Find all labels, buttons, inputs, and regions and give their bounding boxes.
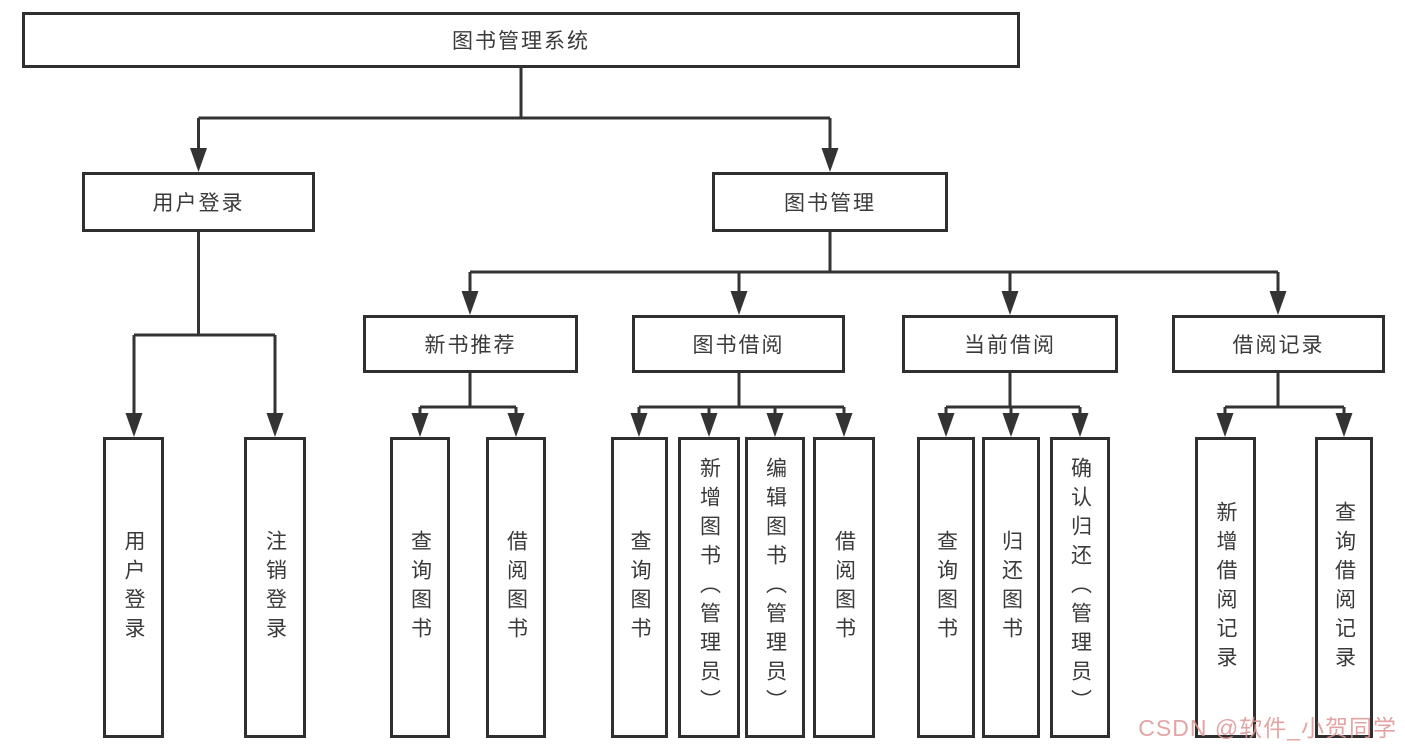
leaf-add-books-admin-label: 新增图书（管理员） (697, 457, 721, 718)
node-new-book-recommend-label: 新书推荐 (424, 334, 517, 357)
arrowhead-icon (1002, 413, 1020, 437)
csdn-watermark: CSDN @软件_小贺同学 (1138, 715, 1397, 741)
connector-root-to-level2 (197, 68, 832, 152)
leaf-edit-books-admin: 编辑图书（管理员） (745, 437, 805, 738)
node-current-borrow-label: 当前借阅 (964, 334, 1056, 357)
arrowhead-icon (1216, 413, 1234, 437)
node-user-login-label: 用户登录 (152, 192, 245, 215)
leaf-query-books-3-label: 查询图书 (934, 529, 958, 646)
node-root: 图书管理系统 (22, 12, 1020, 68)
arrowhead-icon (1335, 413, 1353, 437)
leaf-borrow-books-2-label: 借阅图书 (832, 529, 856, 646)
leaf-query-borrow-record-label: 查询借阅记录 (1332, 500, 1356, 675)
connector-newbook-to-leaves (418, 373, 518, 417)
leaf-confirm-return-admin: 确认归还（管理员） (1050, 437, 1110, 738)
node-current-borrow: 当前借阅 (902, 315, 1118, 373)
leaf-query-books-2-label: 查询图书 (628, 529, 651, 646)
arrowhead-icon (411, 413, 429, 437)
leaf-add-books-admin: 新增图书（管理员） (678, 437, 740, 738)
node-book-management: 图书管理 (712, 172, 948, 232)
arrowhead-icon (1071, 413, 1089, 437)
leaf-user-login-label: 用户登录 (122, 529, 145, 646)
leaf-return-books: 归还图书 (982, 437, 1040, 738)
connector-bookmgmt-to-level3 (468, 232, 1280, 296)
leaf-borrow-books-2: 借阅图书 (813, 437, 875, 738)
arrowhead-icon (730, 291, 748, 315)
connector-currentborrow-to-leaves (944, 373, 1082, 417)
leaf-add-borrow-record: 新增借阅记录 (1195, 437, 1256, 738)
arrowhead-icon (937, 413, 955, 437)
arrowhead-icons (125, 148, 1353, 437)
leaf-user-login: 用户登录 (103, 437, 164, 738)
node-root-label: 图书管理系统 (452, 30, 590, 53)
node-new-book-recommend: 新书推荐 (363, 315, 578, 373)
leaf-query-books-1: 查询图书 (390, 437, 450, 738)
node-borrow-records: 借阅记录 (1172, 315, 1385, 373)
arrowhead-icon (630, 413, 648, 437)
leaf-edit-books-admin-label: 编辑图书（管理员） (763, 457, 787, 718)
connector-borrowrecords-to-leaves (1223, 373, 1346, 417)
arrowhead-icon (1269, 291, 1287, 315)
leaf-borrow-books-1-label: 借阅图书 (504, 529, 528, 646)
arrowhead-icon (507, 413, 525, 437)
leaf-logout: 注销登录 (244, 437, 306, 738)
node-borrow-records-label: 借阅记录 (1232, 334, 1325, 357)
arrowhead-icon (190, 148, 207, 172)
arrowhead-icon (766, 413, 784, 437)
arrowhead-icon (125, 413, 143, 437)
leaf-add-borrow-record-label: 新增借阅记录 (1214, 500, 1237, 675)
node-book-borrow-label: 图书借阅 (692, 334, 785, 357)
connector-bookborrow-to-leaves (637, 373, 846, 417)
arrowhead-icon (461, 291, 479, 315)
leaf-return-books-label: 归还图书 (999, 529, 1023, 646)
leaf-query-books-2: 查询图书 (611, 437, 668, 738)
leaf-query-borrow-record: 查询借阅记录 (1315, 437, 1373, 738)
node-user-login: 用户登录 (82, 172, 315, 232)
arrowhead-icon (1001, 291, 1019, 315)
arrowhead-icon (821, 148, 839, 172)
leaf-query-books-1-label: 查询图书 (408, 529, 432, 646)
leaf-confirm-return-admin-label: 确认归还（管理员） (1068, 457, 1092, 718)
leaf-query-books-3: 查询图书 (917, 437, 975, 738)
arrowhead-icon (700, 413, 718, 437)
node-book-borrow: 图书借阅 (632, 315, 845, 373)
node-book-management-label: 图书管理 (784, 192, 876, 215)
leaf-borrow-books-1: 借阅图书 (486, 437, 546, 738)
arrowhead-icon (835, 413, 853, 437)
connector-userlogin-to-leaves (132, 232, 277, 417)
leaf-logout-label: 注销登录 (263, 529, 287, 646)
arrowhead-icon (266, 413, 284, 437)
